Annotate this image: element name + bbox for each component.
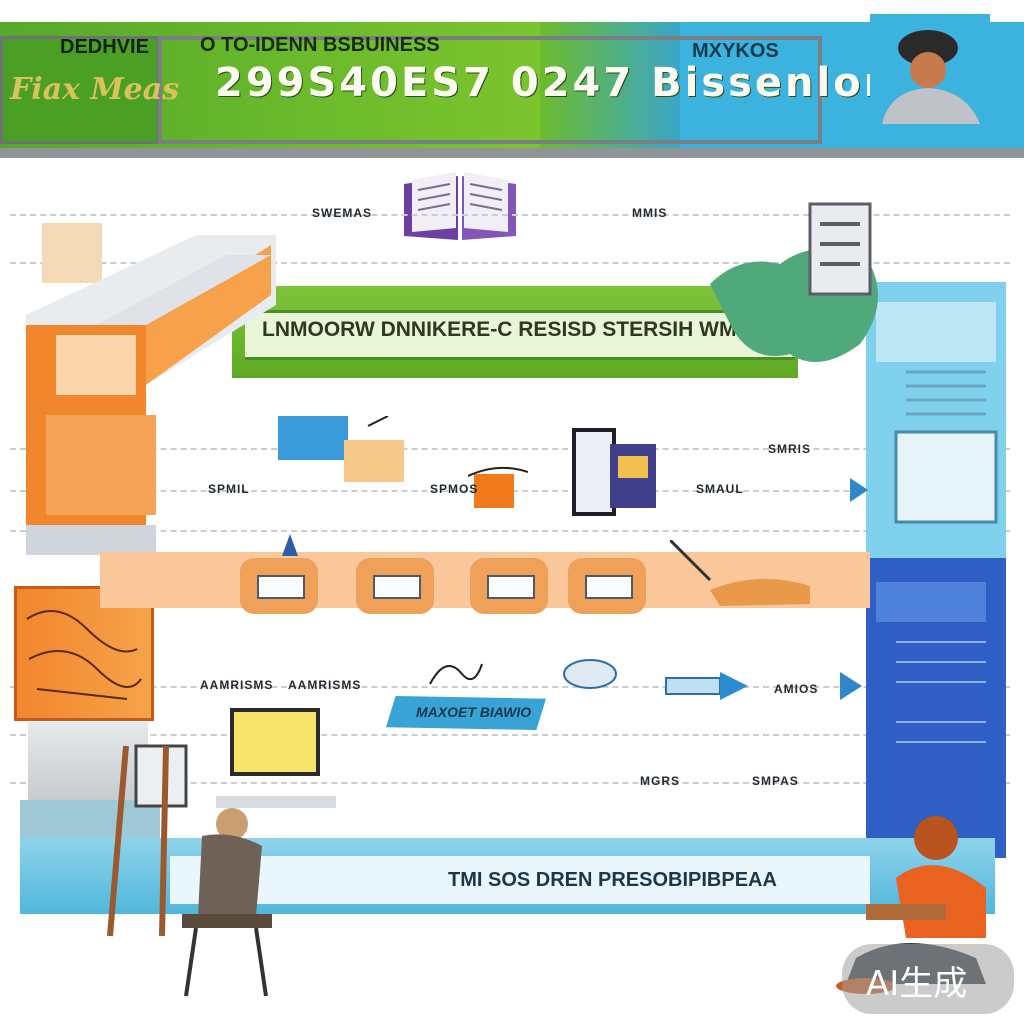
arrow-right-icon xyxy=(840,672,862,700)
device-card[interactable] xyxy=(568,558,646,614)
banner-gradient-panel xyxy=(540,22,680,150)
row-label: SPMIL xyxy=(208,482,250,496)
banner-frame xyxy=(158,36,822,144)
row-label: SMRIS xyxy=(768,442,812,456)
header-banner xyxy=(0,22,1024,158)
row-label: AMIOS xyxy=(774,682,819,696)
pen-writing-icon xyxy=(670,540,810,606)
banner-numbers: 299S40ES7 0247 Bissenlom xyxy=(215,60,909,106)
device-card[interactable] xyxy=(470,558,548,614)
row-divider xyxy=(10,734,1010,736)
row-divider xyxy=(10,262,1010,264)
row-label: SMAUL xyxy=(696,482,744,496)
left-orange-panel xyxy=(14,586,154,721)
open-book-icon xyxy=(404,172,516,240)
row-divider xyxy=(10,686,1010,688)
left-orange-kiosk xyxy=(26,223,276,555)
row-divider xyxy=(10,214,1010,216)
banner-title: O TO-IDENN BSBUINESS xyxy=(200,34,440,56)
screen-icon xyxy=(487,575,535,599)
right-blue-tower xyxy=(866,282,1006,858)
row-divider xyxy=(10,782,1010,784)
row-label: SMPAS xyxy=(752,774,799,788)
row-label: MGRS xyxy=(640,774,680,788)
arrow-right-icon xyxy=(665,672,748,700)
doodle-icon xyxy=(429,663,483,685)
row-divider xyxy=(10,530,1010,532)
left-pedestal xyxy=(28,722,148,802)
banner-left-label: DEDHVIE xyxy=(60,36,149,58)
bottom-banner-inner xyxy=(170,856,870,904)
blue-ribbon xyxy=(386,696,546,730)
cloud-icon xyxy=(563,659,617,689)
green-banner-inner xyxy=(245,310,795,360)
row-label: MMIS xyxy=(632,206,668,220)
banner-bottom-rail xyxy=(0,148,1024,158)
row-divider xyxy=(10,448,1010,450)
sketch-icon xyxy=(26,610,142,700)
screen-icon xyxy=(373,575,421,599)
row-label: SPMOS xyxy=(430,482,479,496)
map-globe-icon xyxy=(710,202,878,362)
watermark-text: AI生成 xyxy=(866,964,968,1004)
green-banner-text: LNMOORW DNNIKERE-C RESISD STERSIH WMIS xyxy=(262,318,757,341)
sticky-notes-icon xyxy=(278,416,404,482)
ribbon-text: MAXOET BIAWIO xyxy=(416,704,532,720)
banner-right-label: MXYKOS xyxy=(692,40,779,62)
row-label: SWEMAS xyxy=(312,206,372,220)
arrow-right-icon xyxy=(850,478,868,502)
device-card[interactable] xyxy=(356,558,434,614)
orange-box-icon xyxy=(468,466,528,508)
banner-script-logo: Fiax Meas xyxy=(10,72,180,107)
person-at-desk-illustration xyxy=(107,708,336,997)
row-label: AAMRISMS xyxy=(288,678,362,692)
bottom-banner-text: TMI SOS DREN PRESOBIPIBPEAA xyxy=(448,869,777,891)
row-label: AAMRISMS xyxy=(200,678,274,692)
watermark-badge xyxy=(842,944,1014,1014)
person-portrait-icon xyxy=(870,14,990,124)
screen-icon xyxy=(585,575,633,599)
device-card[interactable] xyxy=(240,558,318,614)
screen-icon xyxy=(257,575,305,599)
framed-picture-icon xyxy=(572,428,656,516)
pointer-icon xyxy=(282,534,298,556)
